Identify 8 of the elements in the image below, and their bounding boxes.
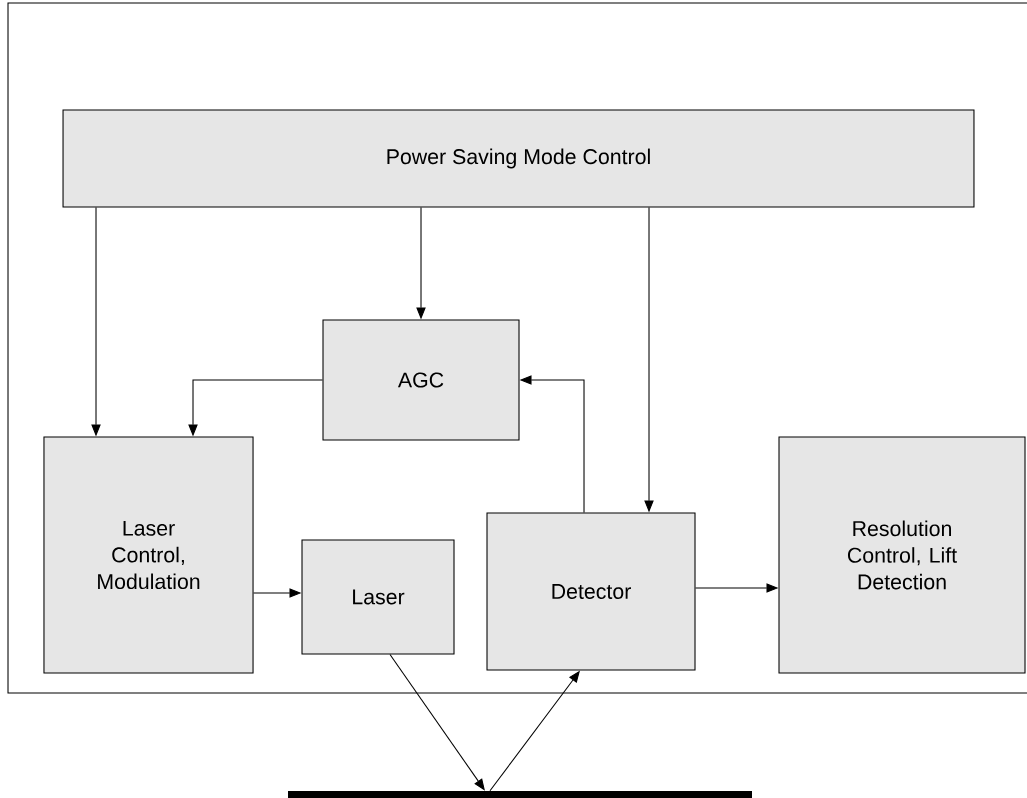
chip-outline (7, 2, 1027, 694)
arrow (389, 654, 485, 791)
block-box: Resolution Control, Lift Detection (778, 436, 1026, 674)
block-box: Laser Control, Modulation (43, 436, 254, 674)
block-box: Laser (301, 539, 455, 655)
block-box: Power Saving Mode Control (62, 109, 975, 208)
block-box: Detector (486, 512, 696, 671)
block-box: AGC (322, 319, 520, 441)
